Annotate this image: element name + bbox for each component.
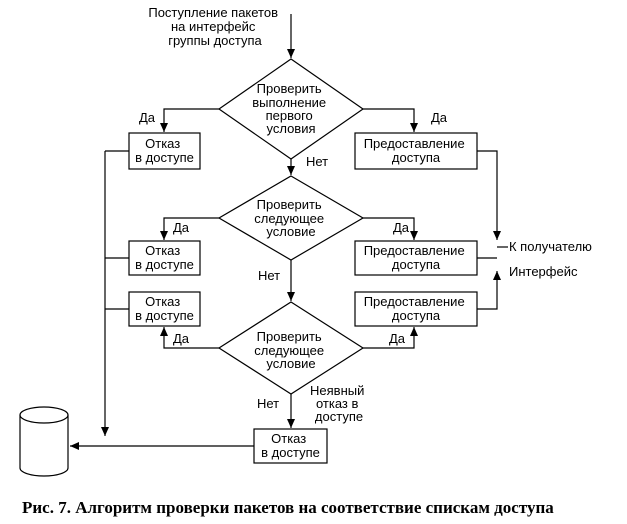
d2-yes-right-arrow (363, 217, 418, 240)
figure-caption: Рис. 7. Алгоритм проверки пакетов на соо… (22, 498, 554, 517)
grant-box-1: Предоставление доступа (354, 132, 478, 170)
deny-box-2: Отказ в доступе (128, 240, 201, 276)
grant1-to-output-arrow (477, 150, 501, 240)
svg-text:Отказ в доступе: Отказ в доступе (261, 431, 320, 460)
d2-yes-left-label: Да (173, 220, 190, 235)
d3-yes-right-arrow (363, 327, 418, 349)
deny-box-final: Отказ в доступе (253, 428, 328, 464)
svg-text:Предоставление доступа: Предоставление доступа (364, 294, 469, 323)
svg-text:Отказ в доступе: Отказ в доступе (135, 294, 194, 323)
grant-box-2: Предоставление доступа (354, 240, 478, 276)
d1-yes-left-arrow (160, 108, 219, 132)
svg-text:Проверить следующее: Проверить следующее условие (254, 197, 328, 239)
grant3-to-output-arrow (477, 271, 501, 310)
decision-first-condition: Проверить выполнение первого условия (217, 58, 365, 160)
d2-no-label: Нет (258, 268, 280, 283)
d1-yes-right-arrow (363, 108, 418, 132)
d1-yes-right-label: Да (431, 110, 448, 125)
svg-text:Предоставление доступа: Предоставление доступа (364, 136, 469, 165)
svg-text:Предоставление доступа: Предоставление доступа (364, 243, 469, 272)
discard-bucket-icon (19, 406, 69, 477)
d3-yes-right-label: Да (389, 331, 406, 346)
decision-next-condition-1: Проверить следующее условие (217, 175, 365, 261)
grant-box-3: Предоставление доступа (354, 291, 478, 327)
svg-text:Проверить выполнение: Проверить выполнение первого условия (252, 81, 330, 136)
d3-yes-left-label: Да (173, 331, 190, 346)
svg-text:Отказ в доступе: Отказ в доступе (135, 243, 194, 272)
deny-box-3: Отказ в доступе (128, 291, 201, 327)
d1-yes-left-label: Да (139, 110, 156, 125)
deny-box-1: Отказ в доступе (128, 132, 201, 170)
svg-text:Отказ в доступе: Отказ в доступе (135, 136, 194, 165)
d3-no-label: Нет (257, 396, 279, 411)
entry-label: Поступление пакетов на интерфейс группы … (148, 5, 281, 48)
implicit-deny-note: Неявный отказ в доступе (310, 383, 368, 424)
d2-yes-left-arrow (160, 217, 219, 240)
d2-yes-right-label: Да (393, 220, 410, 235)
interface-label: Интерфейс (509, 264, 578, 279)
to-receiver-label: К получателю (509, 239, 592, 254)
decision-next-condition-2: Проверить следующее условие (217, 301, 365, 395)
svg-text:Проверить следующее: Проверить следующее условие (254, 329, 328, 371)
d1-no-label: Нет (306, 154, 328, 169)
d3-yes-left-arrow (160, 327, 219, 349)
